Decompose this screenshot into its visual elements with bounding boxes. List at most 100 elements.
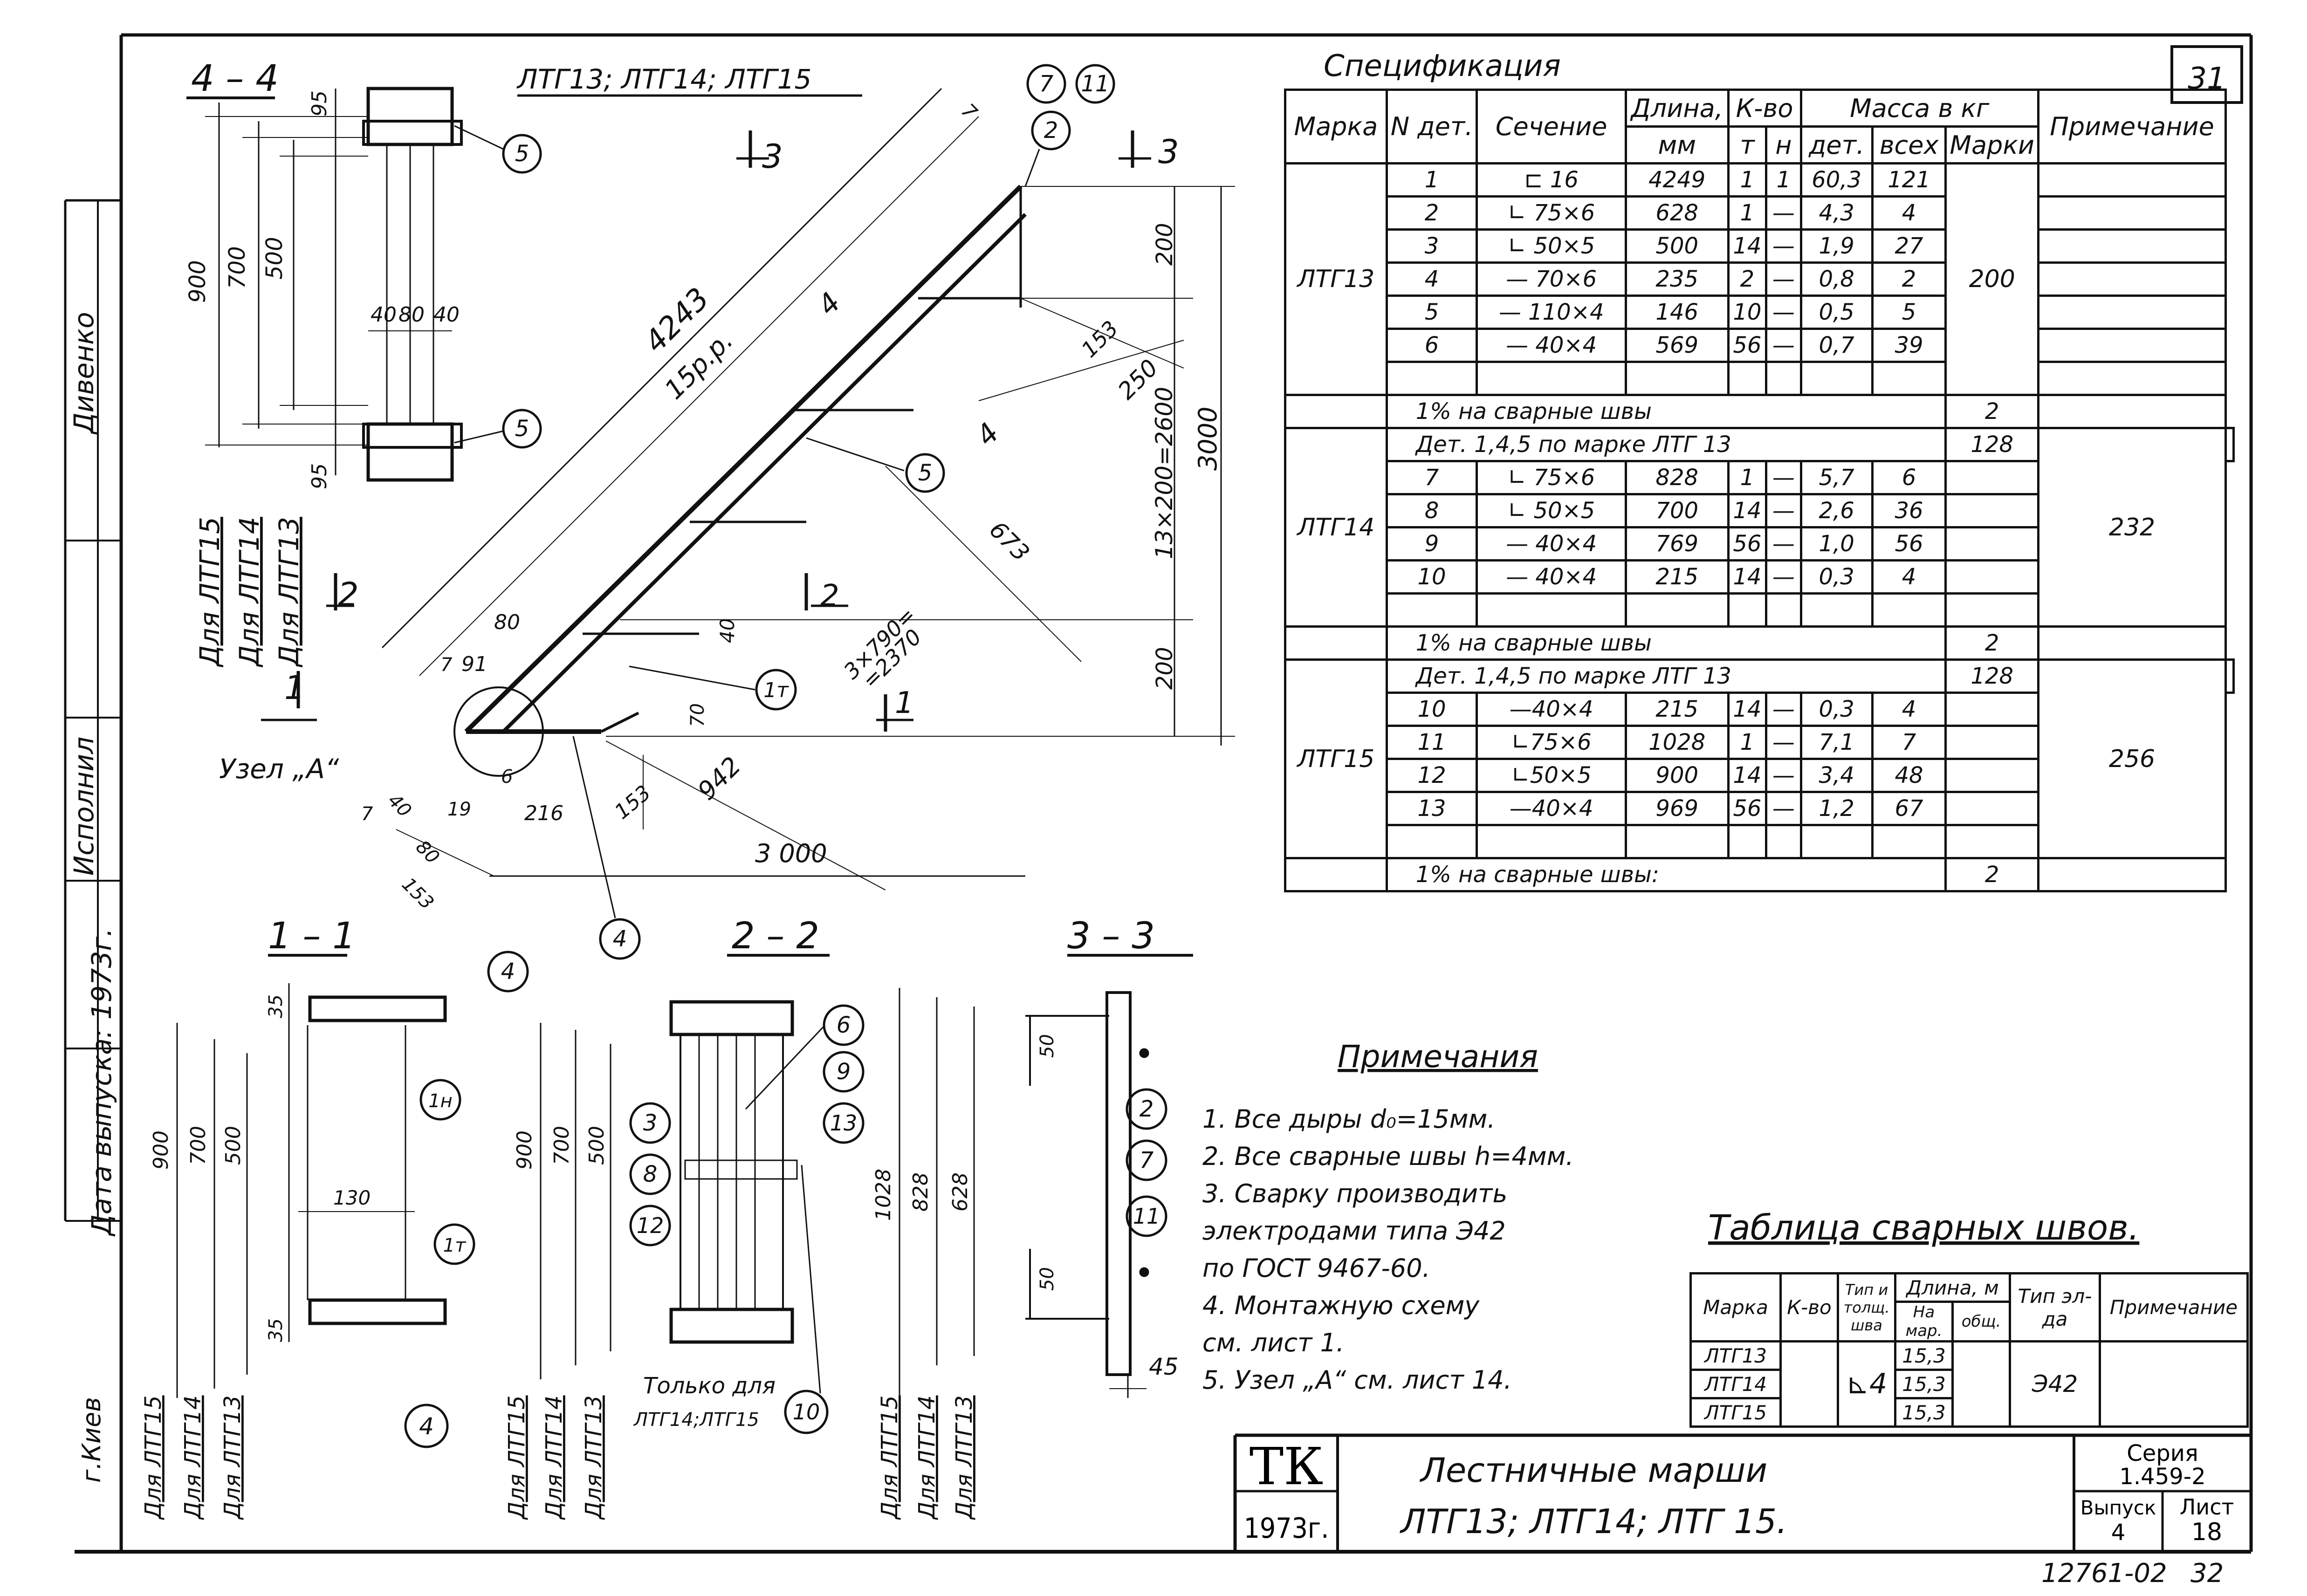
- spec-cell: — 40×4: [1476, 328, 1627, 363]
- cut-2-left: 2: [338, 575, 359, 614]
- spec-cell: —: [1765, 328, 1802, 363]
- spec-cell: 14: [1727, 559, 1768, 595]
- dim-80-node: 80: [494, 610, 520, 634]
- note-1: 1. Все дыры d₀=15мм.: [1202, 1104, 1495, 1134]
- ref-value: 128: [1944, 658, 2040, 694]
- spec-cell: —: [1765, 460, 1802, 495]
- notes: Примечания 1. Все дыры d₀=15мм. 2. Все с…: [1202, 1039, 1574, 1395]
- weld-percent-text: 1% на сварные швы: [1385, 394, 1947, 429]
- weld-col-note: Примечание: [2099, 1272, 2249, 1343]
- spec-cell: —40×4: [1476, 791, 1627, 826]
- col-mass-mark: Марки: [1944, 125, 2040, 164]
- spec-weld-empty: [1284, 857, 1388, 892]
- spec-cell: —40×4: [1476, 692, 1627, 727]
- only-for-marks: ЛТГ14;ЛТГ15: [633, 1409, 759, 1431]
- spec-cell: [1799, 361, 1874, 396]
- dim-7-c: 7: [957, 99, 982, 124]
- dim-900-11: 900: [149, 1130, 173, 1170]
- only-for-label: Только для: [643, 1373, 776, 1399]
- cut-1-right: 1: [895, 686, 914, 720]
- spec-cell: 3: [1385, 228, 1478, 264]
- spec-cell: 60,3: [1799, 162, 1874, 198]
- col-part-no: N дет.: [1385, 89, 1478, 164]
- weld-percent-value: 2: [1944, 394, 2040, 429]
- weld-col-mark: Марка: [1689, 1272, 1782, 1343]
- weld-len-2: 15,3: [1894, 1369, 1954, 1399]
- main-elevation-texts: 4243 15р.р. 250 153 673 3000 13×200=2600…: [219, 71, 1222, 952]
- spec-cell: 700: [1624, 493, 1730, 528]
- section-3-3-title: 3 – 3: [1067, 915, 1155, 957]
- spec-cell: 7: [1871, 725, 1947, 760]
- col-section: Сечение: [1476, 89, 1627, 164]
- dim-900: 900: [185, 260, 211, 303]
- city-label: г.Киев: [77, 1397, 106, 1483]
- side-stamp: Дивенко Исполнил 1973г. Дата выпуска: г.…: [68, 312, 117, 1483]
- weld-col-len-mark: На мар.: [1894, 1301, 1954, 1343]
- spec-cell: —: [1765, 791, 1802, 826]
- dim-13x200: 13×200=2600: [1151, 387, 1178, 559]
- spec-subheader-row: мм т н дет. всех Марки: [1285, 125, 2234, 164]
- weld-mark-2: ЛТГ14: [1689, 1369, 1782, 1399]
- note-cell: [2225, 427, 2235, 462]
- spec-cell: 0,8: [1799, 261, 1874, 297]
- dim-35-bottom: 35: [265, 1318, 287, 1342]
- spec-cell: 6: [1385, 328, 1478, 363]
- section-1-1-title: 1 – 1: [268, 915, 356, 957]
- stamp-year: 1973г.: [86, 928, 117, 1020]
- spec-cell: 146: [1624, 295, 1730, 330]
- spec-cell: [1624, 361, 1730, 396]
- spec-cell: 2: [1871, 261, 1947, 297]
- spec-cell: 39: [1871, 328, 1947, 363]
- callout-9: 9: [837, 1059, 851, 1085]
- section-4-4-texts: 95 900 700 500 40 80 40 95 5 5 Для ЛТГ15…: [185, 90, 529, 668]
- note-cell: [1944, 493, 2040, 528]
- spec-cell: —: [1765, 261, 1802, 297]
- stamp-executed: Исполнил: [68, 737, 100, 876]
- dim-1028: 1028: [872, 1169, 895, 1221]
- dim-200-top: 200: [1152, 223, 1178, 266]
- cut-4-top: 4: [811, 286, 847, 322]
- title-block-texts: ТК 1973г. Лестничные марши ЛТГ13; ЛТГ14;…: [1244, 1437, 2234, 1546]
- spec-cell: 10: [1727, 295, 1768, 330]
- title-block: [1233, 1433, 2251, 1552]
- section-2-2: [540, 954, 865, 1434]
- spec-cell: 2,6: [1799, 493, 1874, 528]
- col-note: Примечание: [2037, 89, 2227, 164]
- dim-500-22: 500: [585, 1126, 609, 1165]
- specification-table: Марка N дет. Сечение Длина, К-во Масса в…: [1284, 89, 2235, 892]
- dim-942: 942: [692, 751, 747, 806]
- callout-2: 2: [1044, 117, 1058, 144]
- title-block-year: 1973г.: [1244, 1512, 1329, 1545]
- section-2-2-texts: 2 – 2 900 700 500 6 9 13 3 8 12 10 Тольк…: [504, 915, 857, 1520]
- spec-cell: 4: [1385, 261, 1478, 297]
- node-a-label: Узел „A“: [219, 753, 339, 785]
- weld-row-1: ЛТГ13 ⊾4 15,3 Э42: [1689, 1340, 2249, 1428]
- dim-700-22: 700: [550, 1126, 574, 1165]
- note-5: 5. Узел „A“ см. лист 14.: [1202, 1365, 1512, 1395]
- section-3-3-texts: 3 – 3 1028 828 628 50 50 45 2 7 11 Для Л…: [872, 915, 1179, 1520]
- spec-weld-row: 1% на сварные швы:2: [1284, 857, 2234, 892]
- spec-cell: 215: [1624, 692, 1730, 727]
- note-cell: [1944, 559, 2040, 595]
- spec-cell: ∟75×6: [1476, 725, 1627, 760]
- spec-cell: ∟ 50×5: [1476, 228, 1627, 264]
- spec-cell: 67: [1871, 791, 1947, 826]
- cut-4-bottom: 4: [970, 417, 1006, 452]
- weld-mark-3: ЛТГ15: [1689, 1397, 1782, 1428]
- dim-500: 500: [261, 237, 288, 280]
- spec-cell: 1: [1385, 162, 1478, 198]
- spec-cell: [1385, 824, 1478, 859]
- group-mark: ЛТГ14: [1284, 427, 1388, 628]
- spec-header-row: Марка N дет. Сечение Длина, К-во Масса в…: [1284, 89, 2234, 164]
- weld-electrode: Э42: [2009, 1340, 2101, 1428]
- spec-cell: 4,3: [1799, 195, 1874, 231]
- spec-cell: 5,7: [1799, 460, 1874, 495]
- dim-700-11: 700: [186, 1126, 210, 1165]
- section-4-4-title: 4 – 4: [191, 58, 279, 100]
- spec-cell: —: [1765, 195, 1802, 231]
